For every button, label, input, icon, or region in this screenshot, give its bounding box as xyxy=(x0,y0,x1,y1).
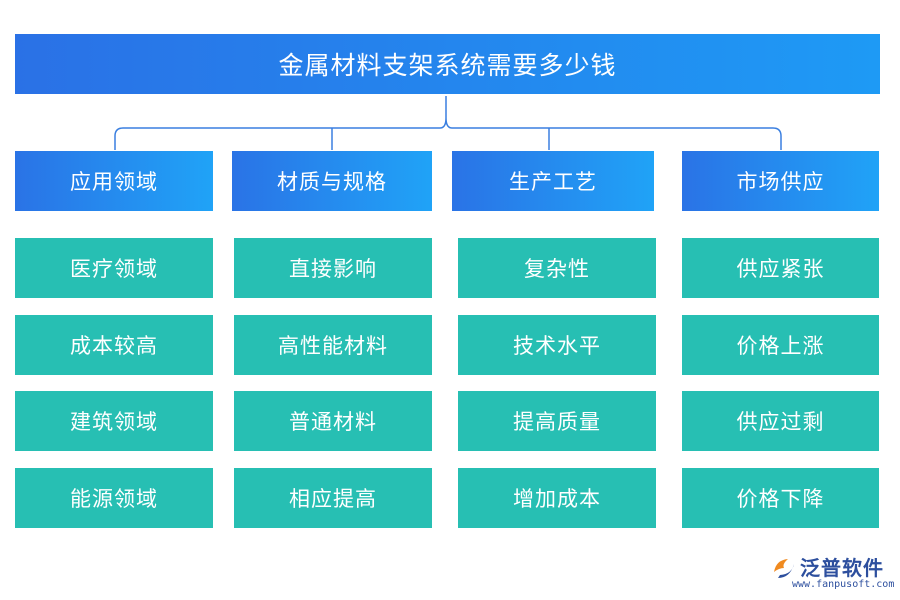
brand-logo: 泛普软件 www.fanpusoft.com xyxy=(770,552,895,596)
item-box: 提高质量 xyxy=(458,391,656,451)
item-box: 增加成本 xyxy=(458,468,656,528)
logo-name: 泛普软件 xyxy=(800,556,884,580)
item-box: 相应提高 xyxy=(234,468,432,528)
diagram-title: 金属材料支架系统需要多少钱 xyxy=(15,34,880,94)
item-box: 建筑领域 xyxy=(15,391,213,451)
item-box: 价格下降 xyxy=(682,468,879,528)
item-box: 复杂性 xyxy=(458,238,656,298)
category-material: 材质与规格 xyxy=(232,151,432,211)
item-box: 供应过剩 xyxy=(682,391,879,451)
logo-url: www.fanpusoft.com xyxy=(792,579,895,590)
item-box: 普通材料 xyxy=(234,391,432,451)
item-box: 价格上涨 xyxy=(682,315,879,375)
category-market: 市场供应 xyxy=(682,151,879,211)
connector-bracket xyxy=(114,96,782,150)
fanpu-logo-icon xyxy=(774,559,794,578)
category-process: 生产工艺 xyxy=(452,151,654,211)
item-box: 技术水平 xyxy=(458,315,656,375)
item-box: 医疗领域 xyxy=(15,238,213,298)
item-box: 直接影响 xyxy=(234,238,432,298)
item-box: 能源领域 xyxy=(15,468,213,528)
category-application: 应用领域 xyxy=(15,151,213,211)
item-box: 供应紧张 xyxy=(682,238,879,298)
item-box: 成本较高 xyxy=(15,315,213,375)
item-box: 高性能材料 xyxy=(234,315,432,375)
